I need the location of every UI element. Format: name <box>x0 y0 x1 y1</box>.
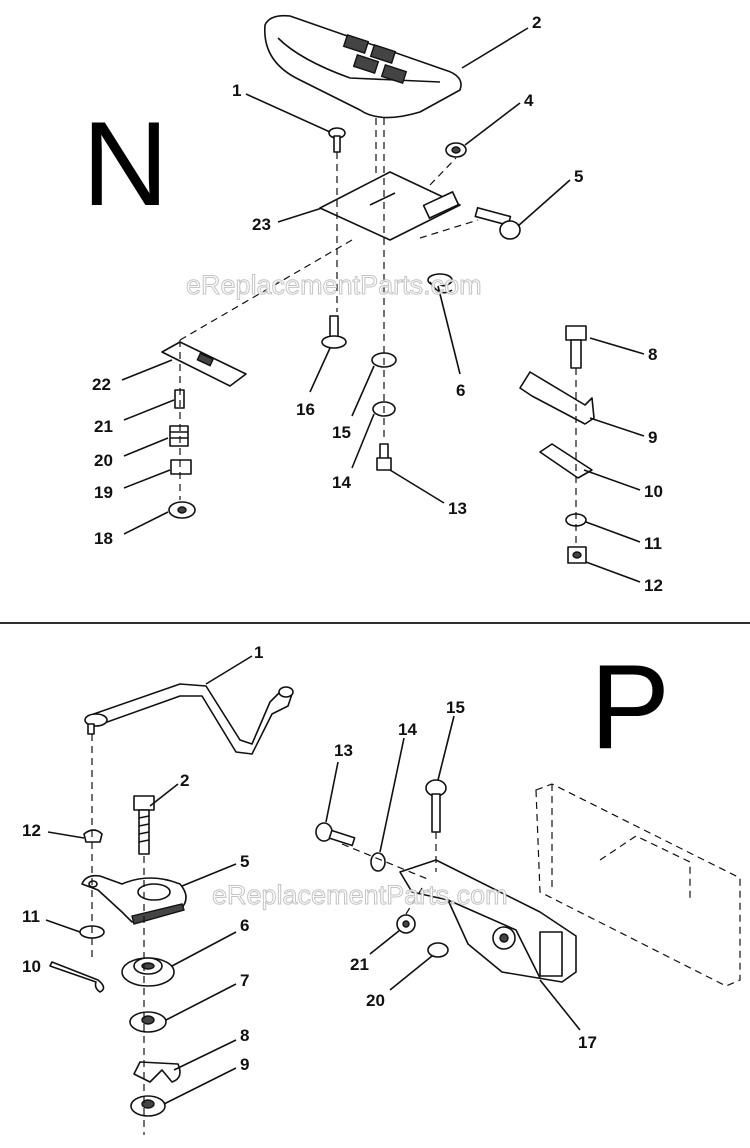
seat-part[interactable] <box>264 14 462 119</box>
hex-bolt-part-13[interactable] <box>376 443 392 471</box>
hex-bolt-part-8[interactable] <box>565 325 587 369</box>
assembly-lines-n <box>179 118 577 548</box>
section-letter-n: N <box>82 97 169 231</box>
seat-plate-part[interactable] <box>319 171 461 241</box>
plate-part-10[interactable] <box>539 443 593 479</box>
section-n: N <box>82 13 663 595</box>
callout-label: 1 <box>254 643 263 662</box>
callout-label: 15 <box>446 698 465 717</box>
callout-label: 13 <box>448 499 467 518</box>
carriage-bolt-part-p15[interactable] <box>425 779 447 833</box>
callout-label: 20 <box>94 451 113 470</box>
nut-part-12[interactable] <box>567 546 587 564</box>
section-letter-p: P <box>590 640 670 774</box>
callout-label: 21 <box>94 417 113 436</box>
hex-bolt-part-2[interactable] <box>133 795 155 855</box>
section-p: P <box>22 640 741 1135</box>
callout-label: 5 <box>240 852 249 871</box>
callout-label: 19 <box>94 483 113 502</box>
callout-label: 9 <box>648 428 657 447</box>
cotter-pin-part[interactable] <box>49 961 105 993</box>
callout-label: 8 <box>648 345 657 364</box>
nut-part-p12[interactable] <box>83 829 103 843</box>
callout-label: 2 <box>532 13 541 32</box>
callout-label: 18 <box>94 529 113 548</box>
callout-label: 13 <box>334 741 353 760</box>
callout-label: 14 <box>332 473 351 492</box>
callout-label: 7 <box>240 971 249 990</box>
mount-bracket-part[interactable] <box>161 341 247 387</box>
lock-nut-part[interactable] <box>445 142 467 158</box>
steering-bracket-part[interactable] <box>399 859 577 983</box>
callout-label: 12 <box>644 576 663 595</box>
nut-part-p21[interactable] <box>396 914 416 934</box>
callout-label: 16 <box>296 400 315 419</box>
l-bracket-part[interactable] <box>519 371 595 425</box>
callout-label: 14 <box>398 720 417 739</box>
callouts-n: 1 2 4 5 6 8 9 10 11 12 13 14 15 <box>92 13 663 595</box>
carriage-bolt-part[interactable] <box>328 127 346 153</box>
callout-label: 23 <box>252 215 271 234</box>
callout-label: 1 <box>232 81 241 100</box>
callout-label: 8 <box>240 1026 249 1045</box>
callout-label: 10 <box>22 957 41 976</box>
hex-bolt-part-p13[interactable] <box>315 822 356 847</box>
callout-label: 2 <box>180 771 189 790</box>
callout-label: 6 <box>240 916 249 935</box>
bushing-part[interactable] <box>121 957 175 987</box>
flange-bolt-part[interactable] <box>321 315 347 349</box>
callout-label: 11 <box>22 907 40 926</box>
spring-part-20[interactable] <box>169 425 189 447</box>
callouts-p: 1 2 5 6 7 8 9 10 11 12 13 14 15 <box>22 643 597 1105</box>
nut-part-p9[interactable] <box>130 1095 166 1117</box>
callout-label: 15 <box>332 423 351 442</box>
callout-label: 4 <box>524 91 534 110</box>
nut-part-p7[interactable] <box>129 1011 167 1033</box>
callout-label: 10 <box>644 482 663 501</box>
callout-label: 20 <box>366 991 385 1010</box>
callout-label: 5 <box>574 167 583 186</box>
shoulder-bolt-part[interactable] <box>474 206 521 240</box>
clip-part-p8[interactable] <box>133 1061 181 1083</box>
washer-part-p14[interactable] <box>370 852 386 872</box>
callout-label: 11 <box>644 534 662 553</box>
callout-label: 17 <box>578 1033 597 1052</box>
nut-part-19[interactable] <box>170 459 192 475</box>
callout-label: 12 <box>22 821 41 840</box>
assembly-lines-p <box>91 734 437 1135</box>
callout-label: 9 <box>240 1055 249 1074</box>
steering-rod-part[interactable] <box>84 683 294 755</box>
sector-gear-part[interactable] <box>81 874 187 925</box>
watermark-text: eReplacementParts.com <box>212 880 508 910</box>
washer-part-p20[interactable] <box>427 942 449 958</box>
spring-clip-part[interactable] <box>427 273 453 294</box>
frame-reference <box>535 783 741 987</box>
callout-label: 21 <box>350 955 369 974</box>
callout-label: 22 <box>92 375 111 394</box>
watermark-text: eReplacementParts.com <box>186 270 482 300</box>
washer-part-18[interactable] <box>168 501 196 519</box>
callout-label: 6 <box>456 381 465 400</box>
